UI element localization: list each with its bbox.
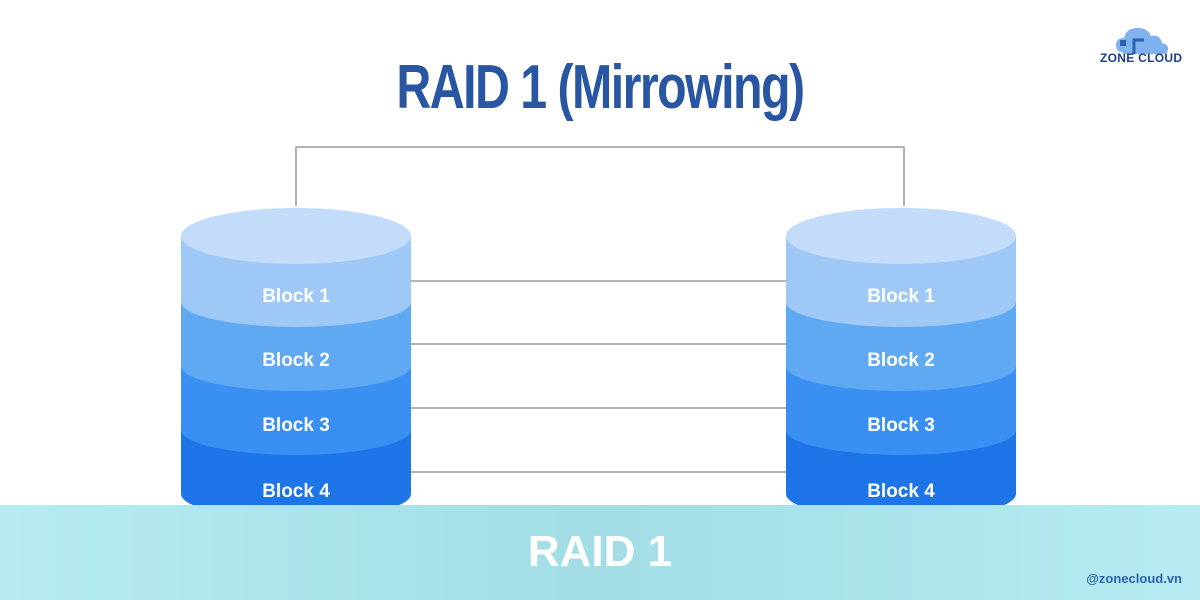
logo-text: ZONE CLOUD [1100, 51, 1183, 65]
block-label: Block 1 [867, 286, 935, 307]
block-label: Block 2 [262, 350, 330, 371]
page-title: RAID 1 (Mirrowing) [396, 53, 805, 122]
block-label: Block 4 [867, 481, 935, 502]
block-label: Block 3 [262, 415, 330, 436]
footer-band [0, 505, 1200, 600]
disk-right: Block 1 Block 2 Block 3 Block 4 [786, 208, 1016, 519]
disk-top [181, 208, 411, 264]
social-handle: @zonecloud.vn [1086, 571, 1182, 586]
footer-title: RAID 1 [527, 527, 673, 576]
block-label: Block 1 [262, 286, 330, 307]
disk-top [786, 208, 1016, 264]
block-label: Block 3 [867, 415, 935, 436]
block-label: Block 2 [867, 350, 935, 371]
top-connector [295, 146, 905, 206]
block-label: Block 4 [262, 481, 330, 502]
zone-cloud-logo [1116, 28, 1168, 54]
disk-left: Block 1 Block 2 Block 3 Block 4 [181, 208, 411, 519]
